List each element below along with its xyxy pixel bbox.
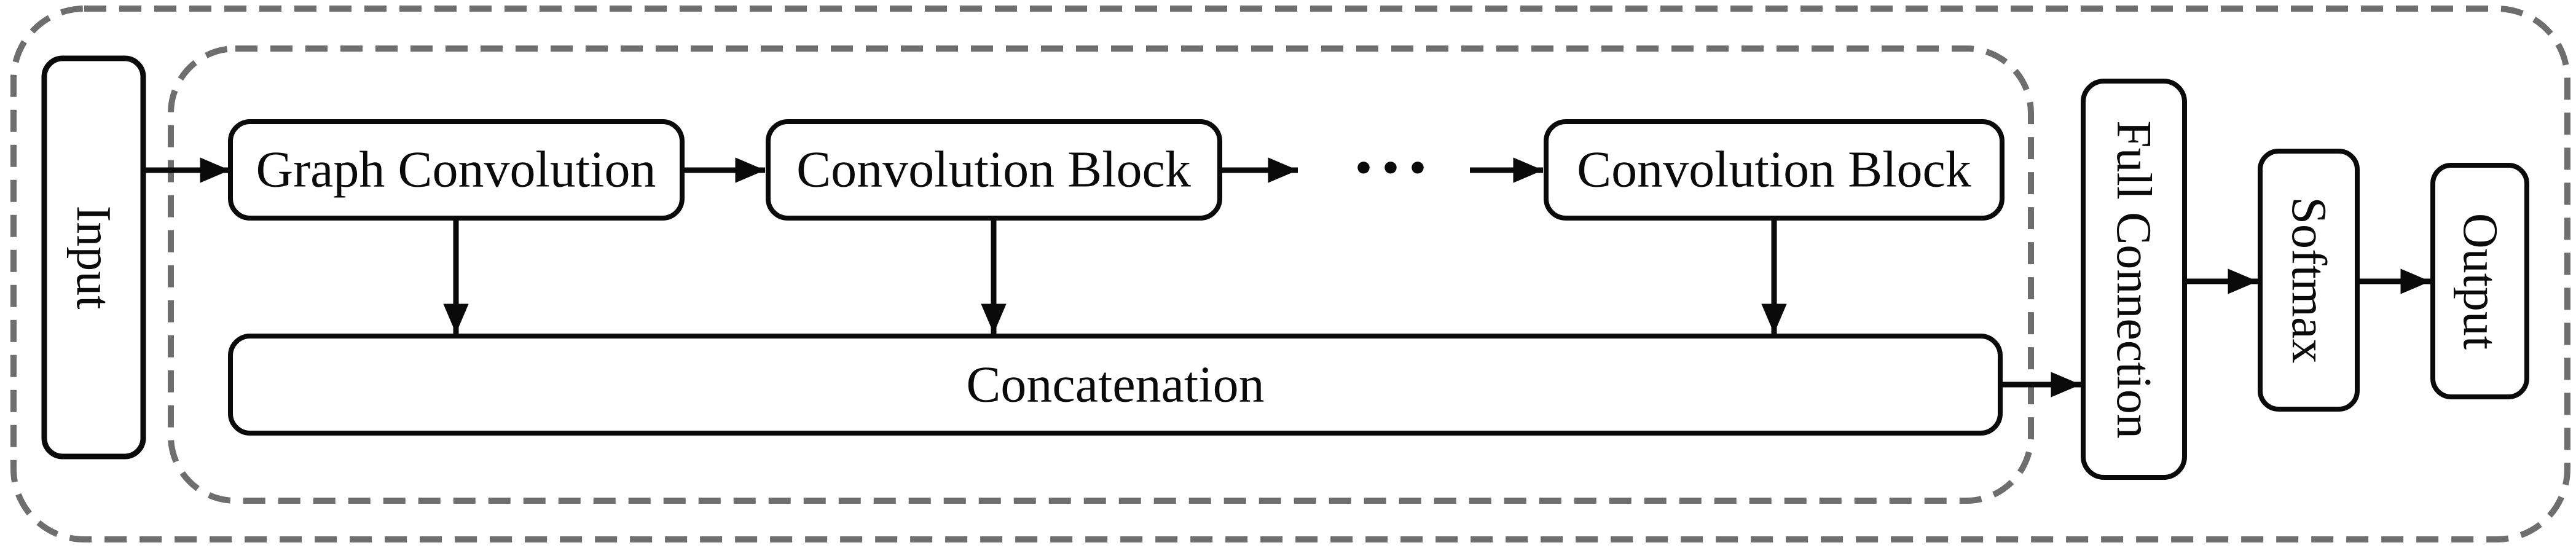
convolution-block-2-node-label: Convolution Block [1577, 141, 1971, 198]
input-node: Input [41, 55, 146, 460]
softmax-node-label: Softmax [2282, 197, 2336, 363]
input-node-box [41, 55, 146, 460]
output-node-label: Output [2453, 213, 2507, 350]
concatenation-node-label: Concatenation [966, 356, 1264, 413]
graph-convolution-node: Graph Convolution [228, 119, 685, 221]
softmax-node: Softmax [2258, 149, 2360, 412]
graph-convolution-node-label: Graph Convolution [256, 141, 656, 198]
output-node-box [2430, 163, 2529, 399]
input-node-label: Input [66, 206, 120, 310]
ellipsis-dots: ··· [1351, 127, 1432, 208]
convolution-block-1-node: Convolution Block [766, 119, 1222, 221]
convolution-block-2-node: Convolution Block [1544, 119, 2005, 221]
concatenation-node: Concatenation [228, 334, 2003, 436]
outer-dashed-container [10, 6, 2570, 542]
full-connection-node-label: Full Connection [2107, 120, 2161, 439]
full-connection-node: Full Connection [2081, 79, 2187, 480]
inner-dashed-container [168, 45, 2034, 504]
convolution-block-1-node-label: Convolution Block [796, 141, 1191, 198]
output-node: Output [2430, 163, 2529, 399]
